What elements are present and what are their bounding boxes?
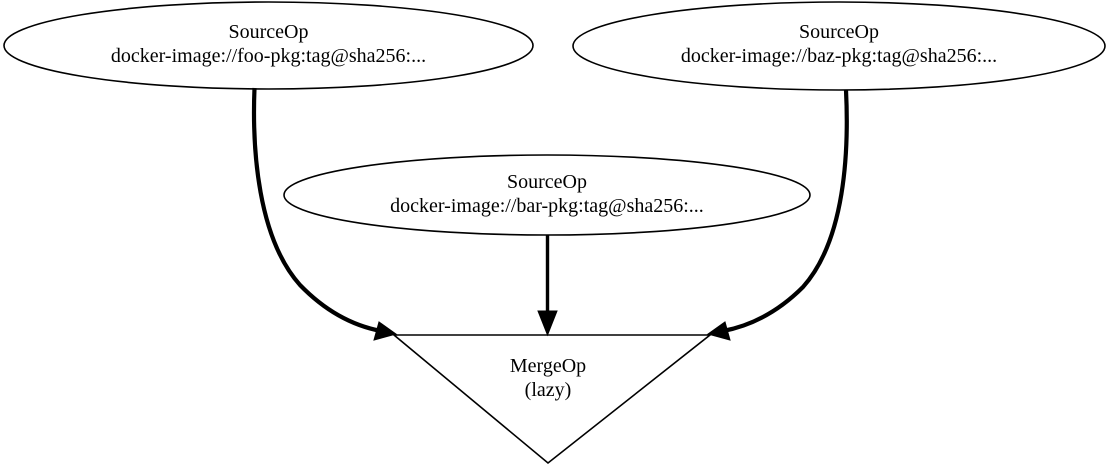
edge-baz-to-merge-arrowhead bbox=[706, 321, 731, 341]
node-source-baz-ellipse bbox=[572, 1, 1106, 91]
node-source-foo-label-line2: docker-image://foo-pkg:tag@sha256:... bbox=[111, 45, 426, 67]
node-source-foo[interactable]: SourceOp docker-image://foo-pkg:tag@sha2… bbox=[3, 1, 534, 90]
node-merge-op-label-line2: (lazy) bbox=[525, 379, 572, 401]
edge-baz-to-merge-line bbox=[722, 89, 849, 334]
node-source-bar-label-line1: SourceOp bbox=[507, 171, 587, 193]
edge-foo-to-merge bbox=[251, 87, 398, 341]
edge-bar-to-merge-arrowhead bbox=[537, 310, 558, 337]
node-merge-op-triangle bbox=[391, 334, 713, 465]
node-source-baz-label-line2: docker-image://baz-pkg:tag@sha256:... bbox=[681, 45, 997, 67]
node-source-bar[interactable]: SourceOp docker-image://bar-pkg:tag@sha2… bbox=[283, 154, 811, 236]
edge-baz-to-merge bbox=[706, 89, 849, 341]
node-source-baz-label-line1: SourceOp bbox=[799, 21, 879, 43]
edge-foo-to-merge-line bbox=[251, 87, 382, 334]
node-source-foo-ellipse bbox=[3, 1, 534, 90]
node-merge-op-label-line1: MergeOp bbox=[510, 355, 586, 377]
node-source-baz[interactable]: SourceOp docker-image://baz-pkg:tag@sha2… bbox=[572, 1, 1106, 91]
node-merge-op[interactable]: MergeOp (lazy) bbox=[391, 334, 713, 465]
node-source-foo-label-line1: SourceOp bbox=[229, 21, 309, 43]
node-source-bar-label-line2: docker-image://bar-pkg:tag@sha256:... bbox=[390, 195, 704, 217]
edge-foo-to-merge-arrowhead bbox=[373, 321, 398, 341]
edge-bar-to-merge bbox=[537, 235, 558, 337]
